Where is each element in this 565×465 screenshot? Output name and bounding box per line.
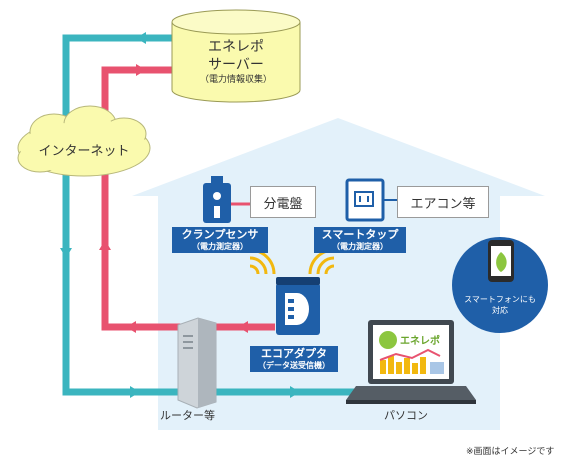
image-note: ※画面はイメージです xyxy=(466,447,555,457)
smartphone-line2: 対応 xyxy=(492,306,508,315)
server-name-label: エネレポ xyxy=(208,39,264,55)
teal-arrow-4 xyxy=(290,386,300,398)
clamp-sensor-label: クランプセンサ （電力測定器） xyxy=(172,227,268,253)
aircon-label: エアコン等 xyxy=(397,186,489,218)
teal-arrow-2 xyxy=(60,248,72,258)
clamp-sensor-name: クランプセンサ xyxy=(181,228,259,241)
pink-arrow-3 xyxy=(126,321,136,333)
eco-adapter-icon xyxy=(276,277,320,335)
server-type-label: サーバー xyxy=(208,57,264,73)
teal-arrow-1 xyxy=(136,32,146,44)
pink-arrow-2 xyxy=(99,240,111,250)
smartphone-label: スマートフォンにも 対応 xyxy=(452,294,548,316)
internet-label: インターネット xyxy=(38,144,130,159)
eco-adapter-label: エコアダプタ （データ送受信機） xyxy=(250,346,338,372)
clamp-sensor-icon xyxy=(203,176,231,223)
smart-tap-icon xyxy=(345,178,385,222)
distribution-panel-label: 分電盤 xyxy=(250,186,316,218)
eco-adapter-sub: （データ送受信機） xyxy=(258,360,330,370)
server-cylinder-icon xyxy=(171,9,301,103)
router-icon xyxy=(177,317,217,409)
smart-tap-name: スマートタップ xyxy=(321,228,399,241)
smart-tap-sub: （電力測定器） xyxy=(332,241,388,251)
smartphone-icon xyxy=(452,237,548,333)
eco-adapter-name: エコアダプタ xyxy=(261,347,327,360)
router-label: ルーター等 xyxy=(160,409,215,422)
clamp-sensor-sub: （電力測定器） xyxy=(192,241,248,251)
pc-screen-logo: エネレポ xyxy=(400,336,440,347)
smart-tap-label: スマートタップ （電力測定器） xyxy=(314,227,406,253)
teal-data-line xyxy=(62,34,380,396)
server-label: エネレポ サーバー （電力情報収集） xyxy=(180,38,292,87)
server-sub-label: （電力情報収集） xyxy=(199,75,272,85)
pc-label: パソコン xyxy=(384,409,428,422)
laptop-icon xyxy=(346,320,476,404)
teal-arrow-3 xyxy=(130,386,140,398)
smartphone-line1: スマートフォンにも xyxy=(464,295,536,304)
pink-arrow-1 xyxy=(136,64,146,76)
pink-arrow-4 xyxy=(238,321,248,333)
